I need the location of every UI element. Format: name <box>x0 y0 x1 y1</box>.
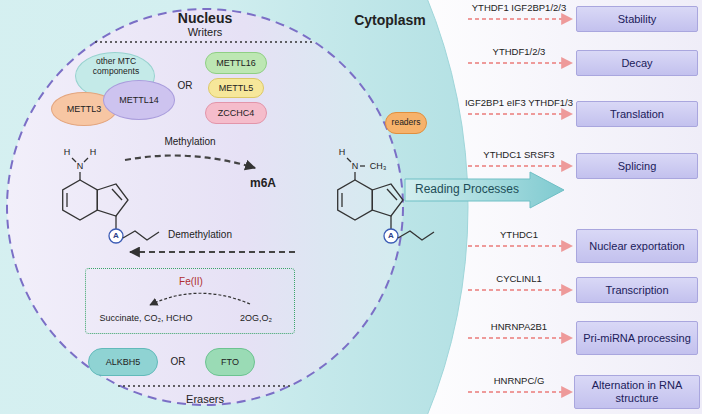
modification-label: m6A <box>250 177 276 191</box>
divider-line <box>118 385 292 386</box>
cytoplasm-region: CytoplasmNucleusother MTC componentsMETT… <box>0 0 470 414</box>
node-label: Translation <box>606 108 668 121</box>
node-label: 2OG,O₂ <box>240 313 272 323</box>
node-label: Fe(II) <box>179 276 203 288</box>
m6a-molecule <box>338 158 434 243</box>
section-heading: Writers <box>188 26 223 39</box>
reader-name: CYCLINL1 <box>496 274 541 285</box>
node-label: METTL16 <box>212 58 260 68</box>
process-label: Methylation <box>164 136 215 148</box>
reaction-box: Fe(II) Succinate, CO₂, HCHO 2OG,O₂ <box>85 268 295 334</box>
node-label: Stability <box>614 13 661 26</box>
writer-protein: METTL5 <box>208 78 264 98</box>
shape <box>405 172 564 208</box>
process-box: Nuclear exportation <box>576 229 698 263</box>
node-label: readers <box>388 118 425 128</box>
reader-name: YTHDC1 <box>500 230 538 241</box>
node-label: METTL5 <box>215 83 258 93</box>
writer-protein: METTL16 <box>205 52 267 74</box>
atom-label: H <box>64 147 71 157</box>
reader-name: HNRNPA2B1 <box>491 322 547 333</box>
atom-label: H <box>90 147 97 157</box>
process-box: Transcription <box>576 277 698 303</box>
node-label: Cytoplasm <box>354 12 426 28</box>
or-text: OR <box>178 80 193 92</box>
process-box: Alternation in RNA structure <box>574 375 700 409</box>
eraser-protein: ALKBH5 <box>88 348 158 376</box>
node-label: ZCCHC4 <box>214 108 259 118</box>
reader-name: HNRNPC/G <box>494 376 545 387</box>
node-label: Decay <box>617 57 656 70</box>
process-box: Stability <box>576 6 698 32</box>
base-label: A <box>113 231 119 240</box>
reader-protein: readers <box>385 112 428 134</box>
atom-label: H <box>339 147 346 157</box>
process-box: Splicing <box>576 153 698 179</box>
reader-name: YTHDC1 SRSF3 <box>483 150 554 161</box>
atom-label: N <box>77 161 84 171</box>
node-label: METTL3 <box>63 104 106 114</box>
shape <box>7 9 403 405</box>
reader-arrow <box>468 19 572 392</box>
node-label: Pri-miRNA processing <box>579 332 695 345</box>
node-label: Alternation in RNA structure <box>575 379 699 404</box>
node-label: Reading Processes <box>415 183 519 197</box>
section-heading: Erasers <box>186 393 224 406</box>
eraser-protein: FTO <box>205 348 255 376</box>
writer-protein: ZCCHC4 <box>205 102 267 124</box>
node-label: Succinate, CO₂, HCHO <box>99 313 192 323</box>
node-label: METTL14 <box>115 95 163 105</box>
process-box: Translation <box>576 101 698 127</box>
node-label: Splicing <box>614 160 661 173</box>
node-label: ALKBH5 <box>102 357 145 367</box>
node-label: FTO <box>217 357 243 367</box>
atom-label: CH₃ <box>370 161 387 171</box>
node-label: Nuclear exportation <box>585 240 688 253</box>
reader-name: YTHDF1 IGF2BP1/2/3 <box>472 3 567 14</box>
nucleus-region: Nucleus other MTC componentsMETTL3 METTL14… <box>5 7 405 407</box>
node-label: Transcription <box>601 284 672 297</box>
process-box: Decay <box>576 50 698 76</box>
writer-protein: METTL14 <box>103 80 176 120</box>
methylation-arrow <box>125 156 255 169</box>
node-label: other MTC components <box>87 57 145 77</box>
shape <box>0 0 468 414</box>
divider-line <box>95 41 315 42</box>
node-label: Nucleus <box>178 10 232 26</box>
process-box: Pri-miRNA processing <box>576 321 698 355</box>
reader-name: IGF2BP1 eIF3 YTHDF1/3 <box>465 98 573 109</box>
or-text: OR <box>171 356 186 368</box>
process-label: Demethylation <box>168 229 232 241</box>
demethylation-arrow <box>130 251 295 253</box>
atom-label: N <box>352 161 359 171</box>
base-label: A <box>388 231 394 240</box>
reader-name: YTHDF1/2/3 <box>493 47 546 58</box>
adenosine-molecule <box>63 158 159 243</box>
reaction-arrow <box>150 293 250 305</box>
process-arrow: Reading Processes <box>405 172 565 208</box>
